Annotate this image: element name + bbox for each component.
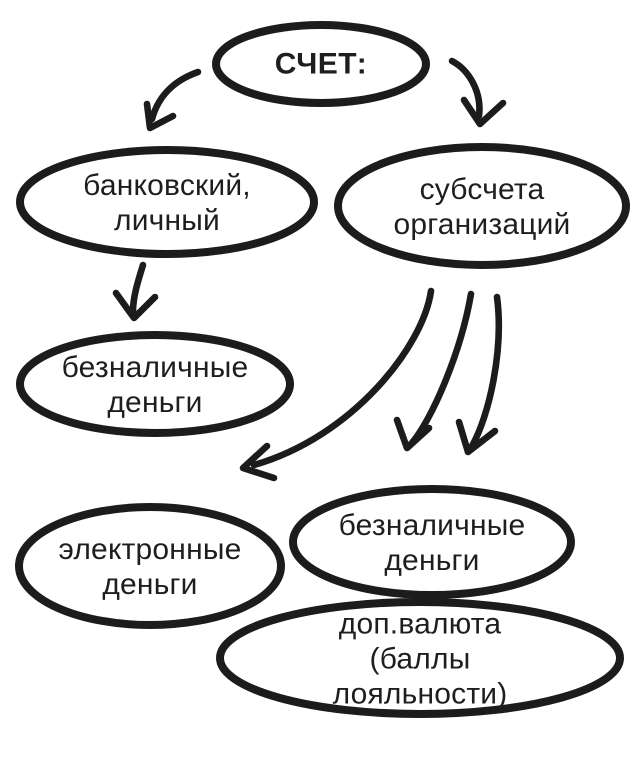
edge-org-subaccounts-to-electronic-money xyxy=(239,287,435,482)
arrowhead-icon xyxy=(112,289,159,322)
node-account-label: СЧЕТ: xyxy=(274,47,368,81)
node-bank-personal-ellipse xyxy=(16,146,318,258)
node-org-subaccounts-ellipse xyxy=(334,143,630,269)
node-extra-currency-label: доп.валюта (баллы лояльности) xyxy=(332,607,508,711)
node-bank-personal-label: банковский, личный xyxy=(83,169,251,237)
edge-account-to-org-subaccounts xyxy=(448,57,507,128)
node-electronic-money-label: электронные деньги xyxy=(58,533,242,601)
node-extra-currency-ellipse xyxy=(216,598,624,718)
edge-line xyxy=(448,57,483,120)
node-org-subaccounts-label: субсчета организаций xyxy=(393,173,571,241)
edge-account-to-bank-personal xyxy=(143,68,202,132)
node-noncash-left-ellipse xyxy=(16,331,294,437)
edge-line xyxy=(129,261,147,315)
edge-line xyxy=(148,68,202,123)
arrowhead-icon xyxy=(239,442,278,482)
arrowhead-icon xyxy=(455,418,499,456)
edge-org-subaccounts-to-extra-currency xyxy=(455,293,503,456)
node-noncash-right-ellipse xyxy=(289,485,575,599)
edge-line xyxy=(250,287,435,469)
edge-bank-personal-to-noncash-left xyxy=(112,261,159,322)
node-electronic-money-ellipse xyxy=(15,503,285,629)
node-account-ellipse xyxy=(212,21,430,107)
edge-line xyxy=(468,293,503,450)
edge-org-subaccounts-to-noncash-right xyxy=(393,290,475,452)
node-noncash-right-label: безналичные деньги xyxy=(338,509,526,577)
node-noncash-left-label: безналичные деньги xyxy=(61,351,249,419)
arrowhead-icon xyxy=(393,416,433,452)
arrowhead-icon xyxy=(460,96,507,128)
arrowhead-icon xyxy=(143,100,177,132)
